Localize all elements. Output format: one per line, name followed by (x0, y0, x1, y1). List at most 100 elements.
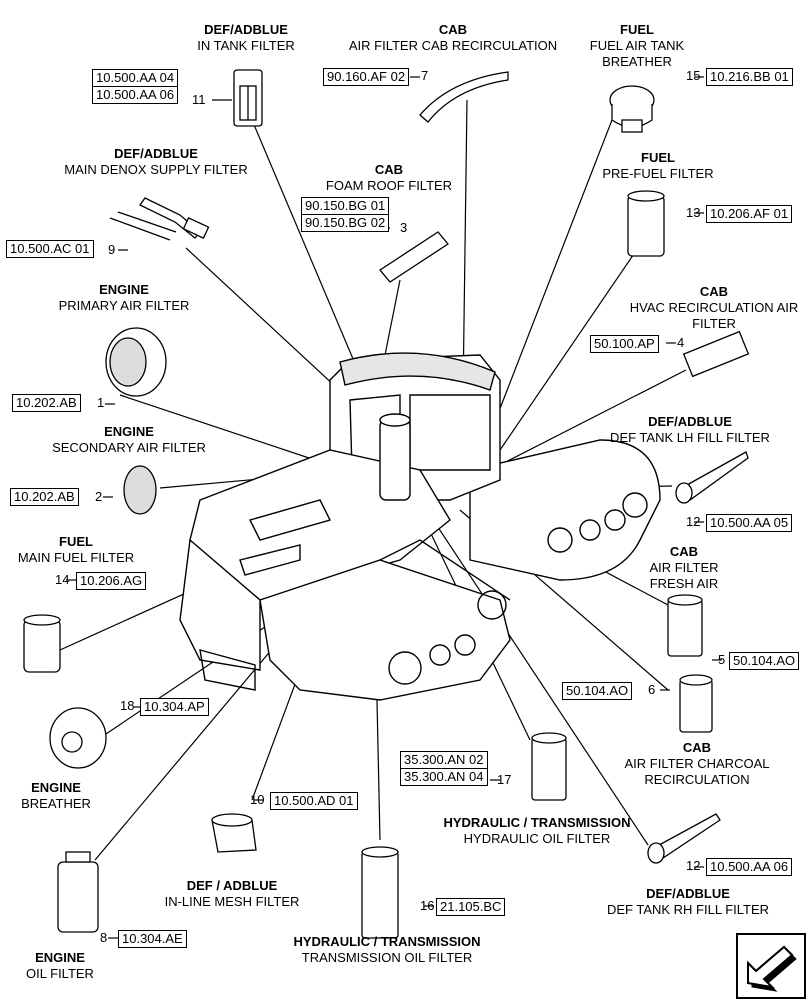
leader-line (489, 369, 687, 471)
part-category: HYDRAULIC / TRANSMISSION (293, 934, 481, 949)
part-name: AIR FILTER FRESH AIR (649, 560, 719, 591)
leader-line (499, 244, 641, 451)
reference-code-link[interactable]: 50.104.AO (562, 682, 633, 700)
reference-code-link[interactable]: 10.500.AA 04 (92, 69, 179, 87)
part-category: ENGINE (35, 950, 85, 965)
part-category: ENGINE (99, 282, 149, 297)
part-category: CAB (682, 740, 712, 755)
part-name: PRE-FUEL FILTER (602, 166, 714, 181)
item-number: 8 (100, 930, 108, 945)
reference-code-link[interactable]: 35.300.AN 04 (400, 768, 488, 786)
part-category: FUEL (59, 534, 93, 549)
item-number: 4 (677, 335, 685, 350)
leader-line (479, 119, 613, 461)
item-number: 7 (421, 68, 429, 83)
part-category: DEF/ADBLUE (204, 22, 288, 37)
leader-line (185, 247, 351, 401)
item-number: 3 (400, 220, 408, 235)
part-category: DEF/ADBLUE (646, 886, 730, 901)
part-category: ENGINE (104, 424, 154, 439)
item-number: 6 (648, 682, 656, 697)
fill-filter-rh-icon (647, 813, 721, 864)
reference-code-link[interactable]: 10.500.AC 01 (6, 240, 94, 258)
part-name: AIR FILTER CAB RECIRCULATION (348, 38, 558, 53)
item-number: 13 (686, 205, 701, 220)
part-category: DEF/ADBLUE (114, 146, 198, 161)
reference-code-link[interactable]: 50.104.AO (729, 652, 800, 670)
part-name: TRANSMISSION OIL FILTER (301, 950, 473, 965)
reference-code-link[interactable]: 50.100.AP (590, 335, 659, 353)
arrow-icon (747, 945, 797, 992)
reference-code-link[interactable]: 10.202.AB (10, 488, 79, 506)
item-number: 2 (95, 489, 103, 504)
part-name: IN-LINE MESH FILTER (164, 894, 300, 909)
reference-code-link[interactable]: 90.150.BG 01 (301, 197, 390, 215)
part-name: MAIN DENOX SUPPLY FILTER (64, 162, 248, 177)
navigation-arrow-button[interactable] (736, 933, 806, 999)
part-name: SECONDARY AIR FILTER (52, 440, 206, 455)
hydraulic-oil-filter-icon (531, 732, 567, 801)
reference-code-link[interactable]: 10.304.AP (140, 698, 209, 716)
reference-code-link[interactable]: 10.216.BB 01 (706, 68, 793, 86)
oil-filter-icon (57, 851, 99, 933)
item-number: 5 (718, 652, 726, 667)
engine-breather-icon (49, 707, 107, 769)
hvac-filter-icon (682, 330, 750, 378)
ref-stack-3: 90.150.BG 01 90.150.BG 02 (301, 197, 390, 232)
reference-code-link[interactable]: 10.500.AA 06 (706, 858, 793, 876)
tractor-illustration (179, 352, 661, 701)
reference-code-link[interactable]: 35.300.AN 02 (400, 751, 488, 769)
part-category: FUEL (620, 22, 654, 37)
item-number: 18 (120, 698, 135, 713)
reference-code-link[interactable]: 90.150.BG 02 (301, 214, 390, 232)
transmission-oil-filter-icon (361, 846, 399, 939)
part-name: FUEL AIR TANK BREATHER (589, 38, 685, 69)
denox-supply-filter-icon (109, 197, 210, 241)
main-fuel-filter-icon (23, 614, 61, 673)
part-category: HYDRAULIC / TRANSMISSION (443, 815, 631, 830)
item-number: 10 (250, 792, 265, 807)
reference-code-link[interactable]: 10.500.AD 01 (270, 792, 358, 810)
item-number: 15 (686, 68, 701, 83)
foam-roof-filter-icon (379, 231, 449, 283)
reference-code-link[interactable]: 10.202.AB (12, 394, 81, 412)
part-category: ENGINE (31, 780, 81, 795)
reference-code-link[interactable]: 90.160.AF 02 (323, 68, 410, 86)
part-category: CAB (669, 544, 699, 559)
leader-line (119, 394, 331, 466)
reference-code-link[interactable]: 10.304.AE (118, 930, 187, 948)
part-name: DEF TANK LH FILL FILTER (610, 430, 770, 445)
part-name: HVAC RECIRCULATION AIR FILTER (629, 300, 799, 331)
fill-filter-lh-icon (675, 451, 749, 504)
item-number: 11 (192, 92, 206, 107)
part-name: BREATHER (21, 796, 91, 811)
reference-code-link[interactable]: 10.500.AA 06 (92, 86, 179, 104)
item-number: 1 (97, 395, 105, 410)
reference-code-link[interactable]: 10.500.AA 05 (706, 514, 793, 532)
ref-stack-17: 35.300.AN 02 35.300.AN 04 (400, 751, 488, 786)
part-name: PRIMARY AIR FILTER (58, 298, 190, 313)
reference-code-link[interactable]: 10.206.AF 01 (706, 205, 793, 223)
primary-air-filter-icon (105, 327, 167, 397)
part-category: CAB (699, 284, 729, 299)
fresh-air-filter-icon (667, 594, 703, 657)
part-name: FOAM ROOF FILTER (325, 178, 453, 193)
part-category: DEF / ADBLUE (186, 878, 278, 893)
part-name: IN TANK FILTER (197, 38, 295, 53)
pre-fuel-filter-icon (627, 190, 665, 257)
reference-code-link[interactable]: 10.206.AG (76, 572, 147, 590)
reference-code-link[interactable]: 21.105.BC (436, 898, 506, 916)
item-number: 17 (497, 772, 512, 787)
